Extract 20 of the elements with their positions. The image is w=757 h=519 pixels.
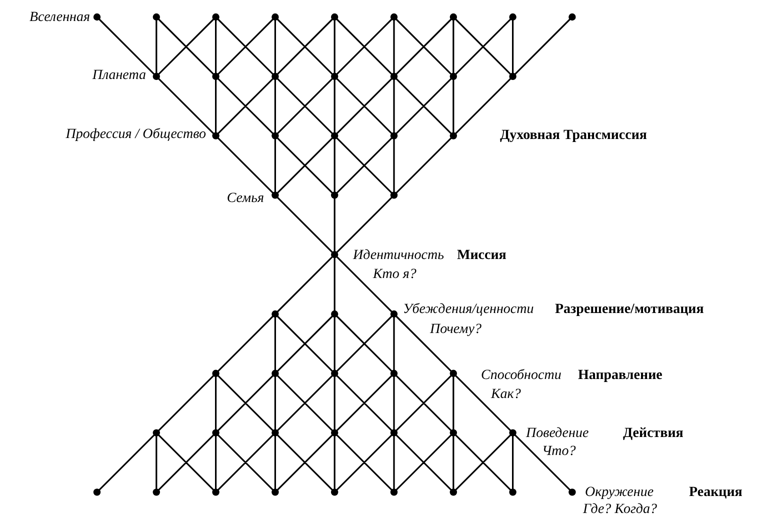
level-label: Окружение [585, 485, 654, 501]
level-title: Действия [623, 426, 684, 442]
level-title: Реакция [689, 485, 742, 501]
level-title: Направление [578, 368, 662, 384]
question-label: Почему? [430, 322, 482, 338]
level-label: Поведение [526, 426, 589, 442]
question-label: Где? Когда? [583, 502, 657, 518]
question-label: Что? [542, 444, 576, 460]
level-label: Способности [481, 368, 562, 384]
question-label: Как? [491, 387, 521, 403]
level-label: Семья [226, 191, 264, 207]
level-label: Убеждения/ценности [403, 302, 534, 318]
level-label: Профессия / Общество [66, 127, 206, 143]
level-title: Разрешение/мотивация [555, 302, 704, 318]
level-title: Миссия [457, 248, 506, 264]
level-title: Духовная Трансмиссия [500, 128, 647, 144]
question-label: Кто я? [373, 267, 416, 283]
level-label: Идентичность [353, 248, 444, 264]
level-label: Планета [92, 68, 146, 84]
level-label: Вселенная [29, 10, 90, 26]
